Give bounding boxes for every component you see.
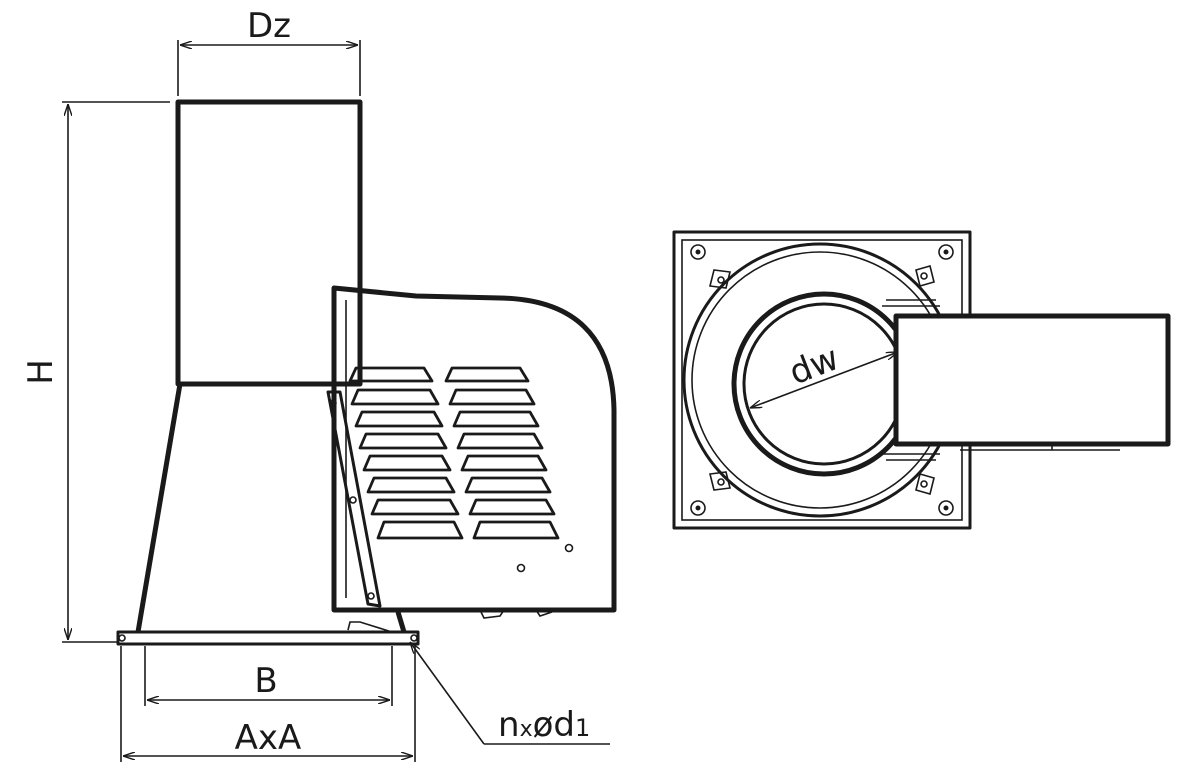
- louvers-left: [348, 366, 464, 540]
- duct-flange-top: [882, 299, 940, 307]
- dw-dimension: dw: [750, 338, 898, 408]
- x-text: x: [520, 717, 533, 742]
- louvers-right: [444, 366, 560, 540]
- phi-text: ø: [533, 705, 554, 745]
- base-clip: [347, 621, 393, 633]
- outlet-outer: [731, 291, 917, 477]
- ring-clips: [709, 265, 935, 495]
- side-cover-plate: [326, 390, 382, 608]
- hole-callout: nxød1: [410, 642, 610, 745]
- housing-bolt-1: [564, 543, 574, 553]
- d-text: d: [553, 705, 575, 745]
- duct-underside: [960, 444, 1120, 451]
- dw-label: dw: [784, 338, 844, 393]
- cover-screw-1: [329, 399, 337, 407]
- base-hole-left: [118, 634, 126, 642]
- b-dimension: B: [144, 646, 393, 706]
- fan-housing: [331, 285, 617, 613]
- cover-screw-3: [367, 592, 375, 600]
- axa-label: AxA: [235, 718, 302, 758]
- corner-holes: [690, 244, 954, 516]
- h-label: H: [21, 359, 61, 385]
- dz-label: Dz: [247, 6, 291, 46]
- tapered-skirt: [135, 381, 407, 633]
- outlet-inner: [742, 302, 906, 466]
- dz-dimension: Dz: [177, 6, 361, 96]
- top-view: dw: [672, 230, 1171, 530]
- side-duct: [893, 313, 1171, 447]
- base-hole-right: [410, 634, 418, 642]
- duct-flange-bottom: [882, 453, 940, 461]
- base-plate: [116, 630, 420, 646]
- side-view: Dz H: [21, 6, 617, 762]
- h-dimension: H: [21, 101, 170, 643]
- housing-bolt-2: [516, 563, 526, 573]
- sub-1-text: 1: [575, 714, 590, 742]
- axa-dimension: AxA: [120, 646, 416, 762]
- cover-screw-2: [349, 496, 357, 504]
- n-text: n: [498, 705, 520, 745]
- hole-callout-label: nxød1: [498, 705, 590, 745]
- bottom-bracket: [479, 609, 553, 619]
- b-label: B: [254, 661, 277, 701]
